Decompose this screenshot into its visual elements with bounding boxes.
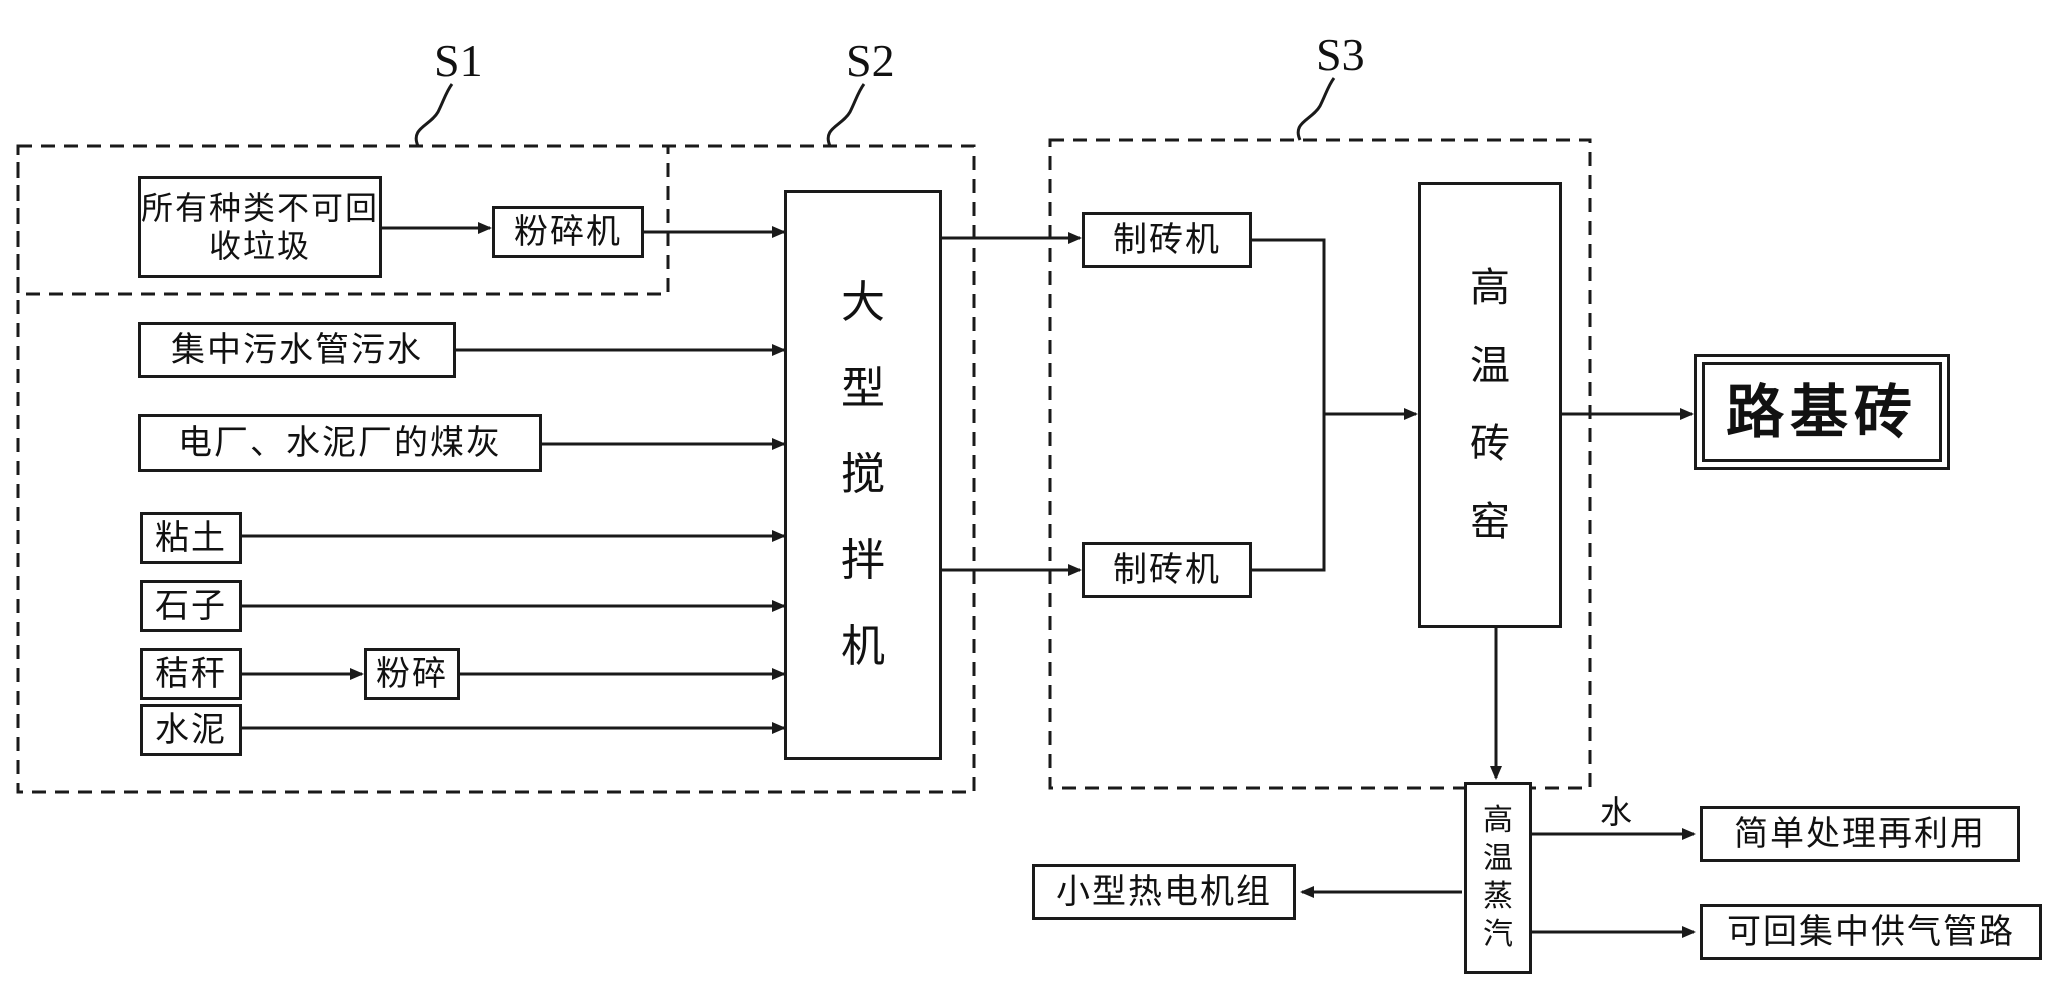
brick-machine-2-box: 制砖机 — [1082, 542, 1252, 598]
garbage-input-box: 所有种类不可回收垃圾 — [138, 176, 382, 278]
vertical-glyph: 搅 — [841, 449, 885, 500]
reuse-output-box: 简单处理再利用 — [1700, 806, 2020, 862]
vertical-glyph: 高 — [1470, 265, 1510, 311]
brick-machine-2-merge — [1250, 414, 1326, 572]
brick-machine-1-box: 制砖机 — [1082, 212, 1252, 268]
stones-input-box: 石子 — [140, 580, 242, 632]
straw-crush-box: 粉碎 — [364, 648, 460, 700]
s1-leader — [414, 83, 454, 147]
vertical-glyph: 大 — [841, 277, 885, 328]
vertical-glyph: 窑 — [1470, 499, 1510, 545]
sewage-input-box: 集中污水管污水 — [138, 322, 456, 378]
product-box: 路基砖 — [1694, 354, 1950, 470]
vertical-glyph: 砖 — [1470, 421, 1510, 467]
vertical-glyph: 机 — [841, 621, 885, 672]
vertical-glyph: 拌 — [841, 535, 885, 586]
stage-label-s1: S1 — [434, 35, 483, 86]
vertical-glyph: 蒸 — [1483, 879, 1513, 914]
steam-box: 高温蒸汽 — [1464, 782, 1532, 974]
crusher-box: 粉碎机 — [492, 206, 644, 258]
s2-leader — [826, 83, 866, 147]
vertical-glyph: 型 — [841, 363, 885, 414]
brick-machine-1-merge — [1250, 238, 1326, 414]
water-edge-label: 水 — [1600, 793, 1633, 831]
mixer-box: 大型搅拌机 — [784, 190, 942, 760]
kiln-box: 高温砖窑 — [1418, 182, 1562, 628]
stage-label-s3: S3 — [1316, 29, 1365, 80]
vertical-glyph: 汽 — [1483, 917, 1513, 952]
clay-input-box: 粘土 — [140, 512, 242, 564]
vertical-glyph: 温 — [1470, 343, 1510, 389]
gas-pipe-output-box: 可回集中供气管路 — [1700, 904, 2042, 960]
cement-input-box: 水泥 — [140, 704, 242, 756]
power-output-box: 小型热电机组 — [1032, 864, 1296, 920]
straw-input-box: 秸秆 — [140, 648, 242, 700]
vertical-glyph: 高 — [1483, 803, 1513, 838]
vertical-glyph: 温 — [1483, 841, 1513, 876]
s3-leader — [1296, 77, 1336, 141]
stage-s3-boundary — [1048, 138, 1592, 790]
stage-s2-boundary — [16, 144, 976, 794]
fly-ash-input-box: 电厂、水泥厂的煤灰 — [138, 414, 542, 472]
stage-label-s2: S2 — [846, 35, 895, 86]
